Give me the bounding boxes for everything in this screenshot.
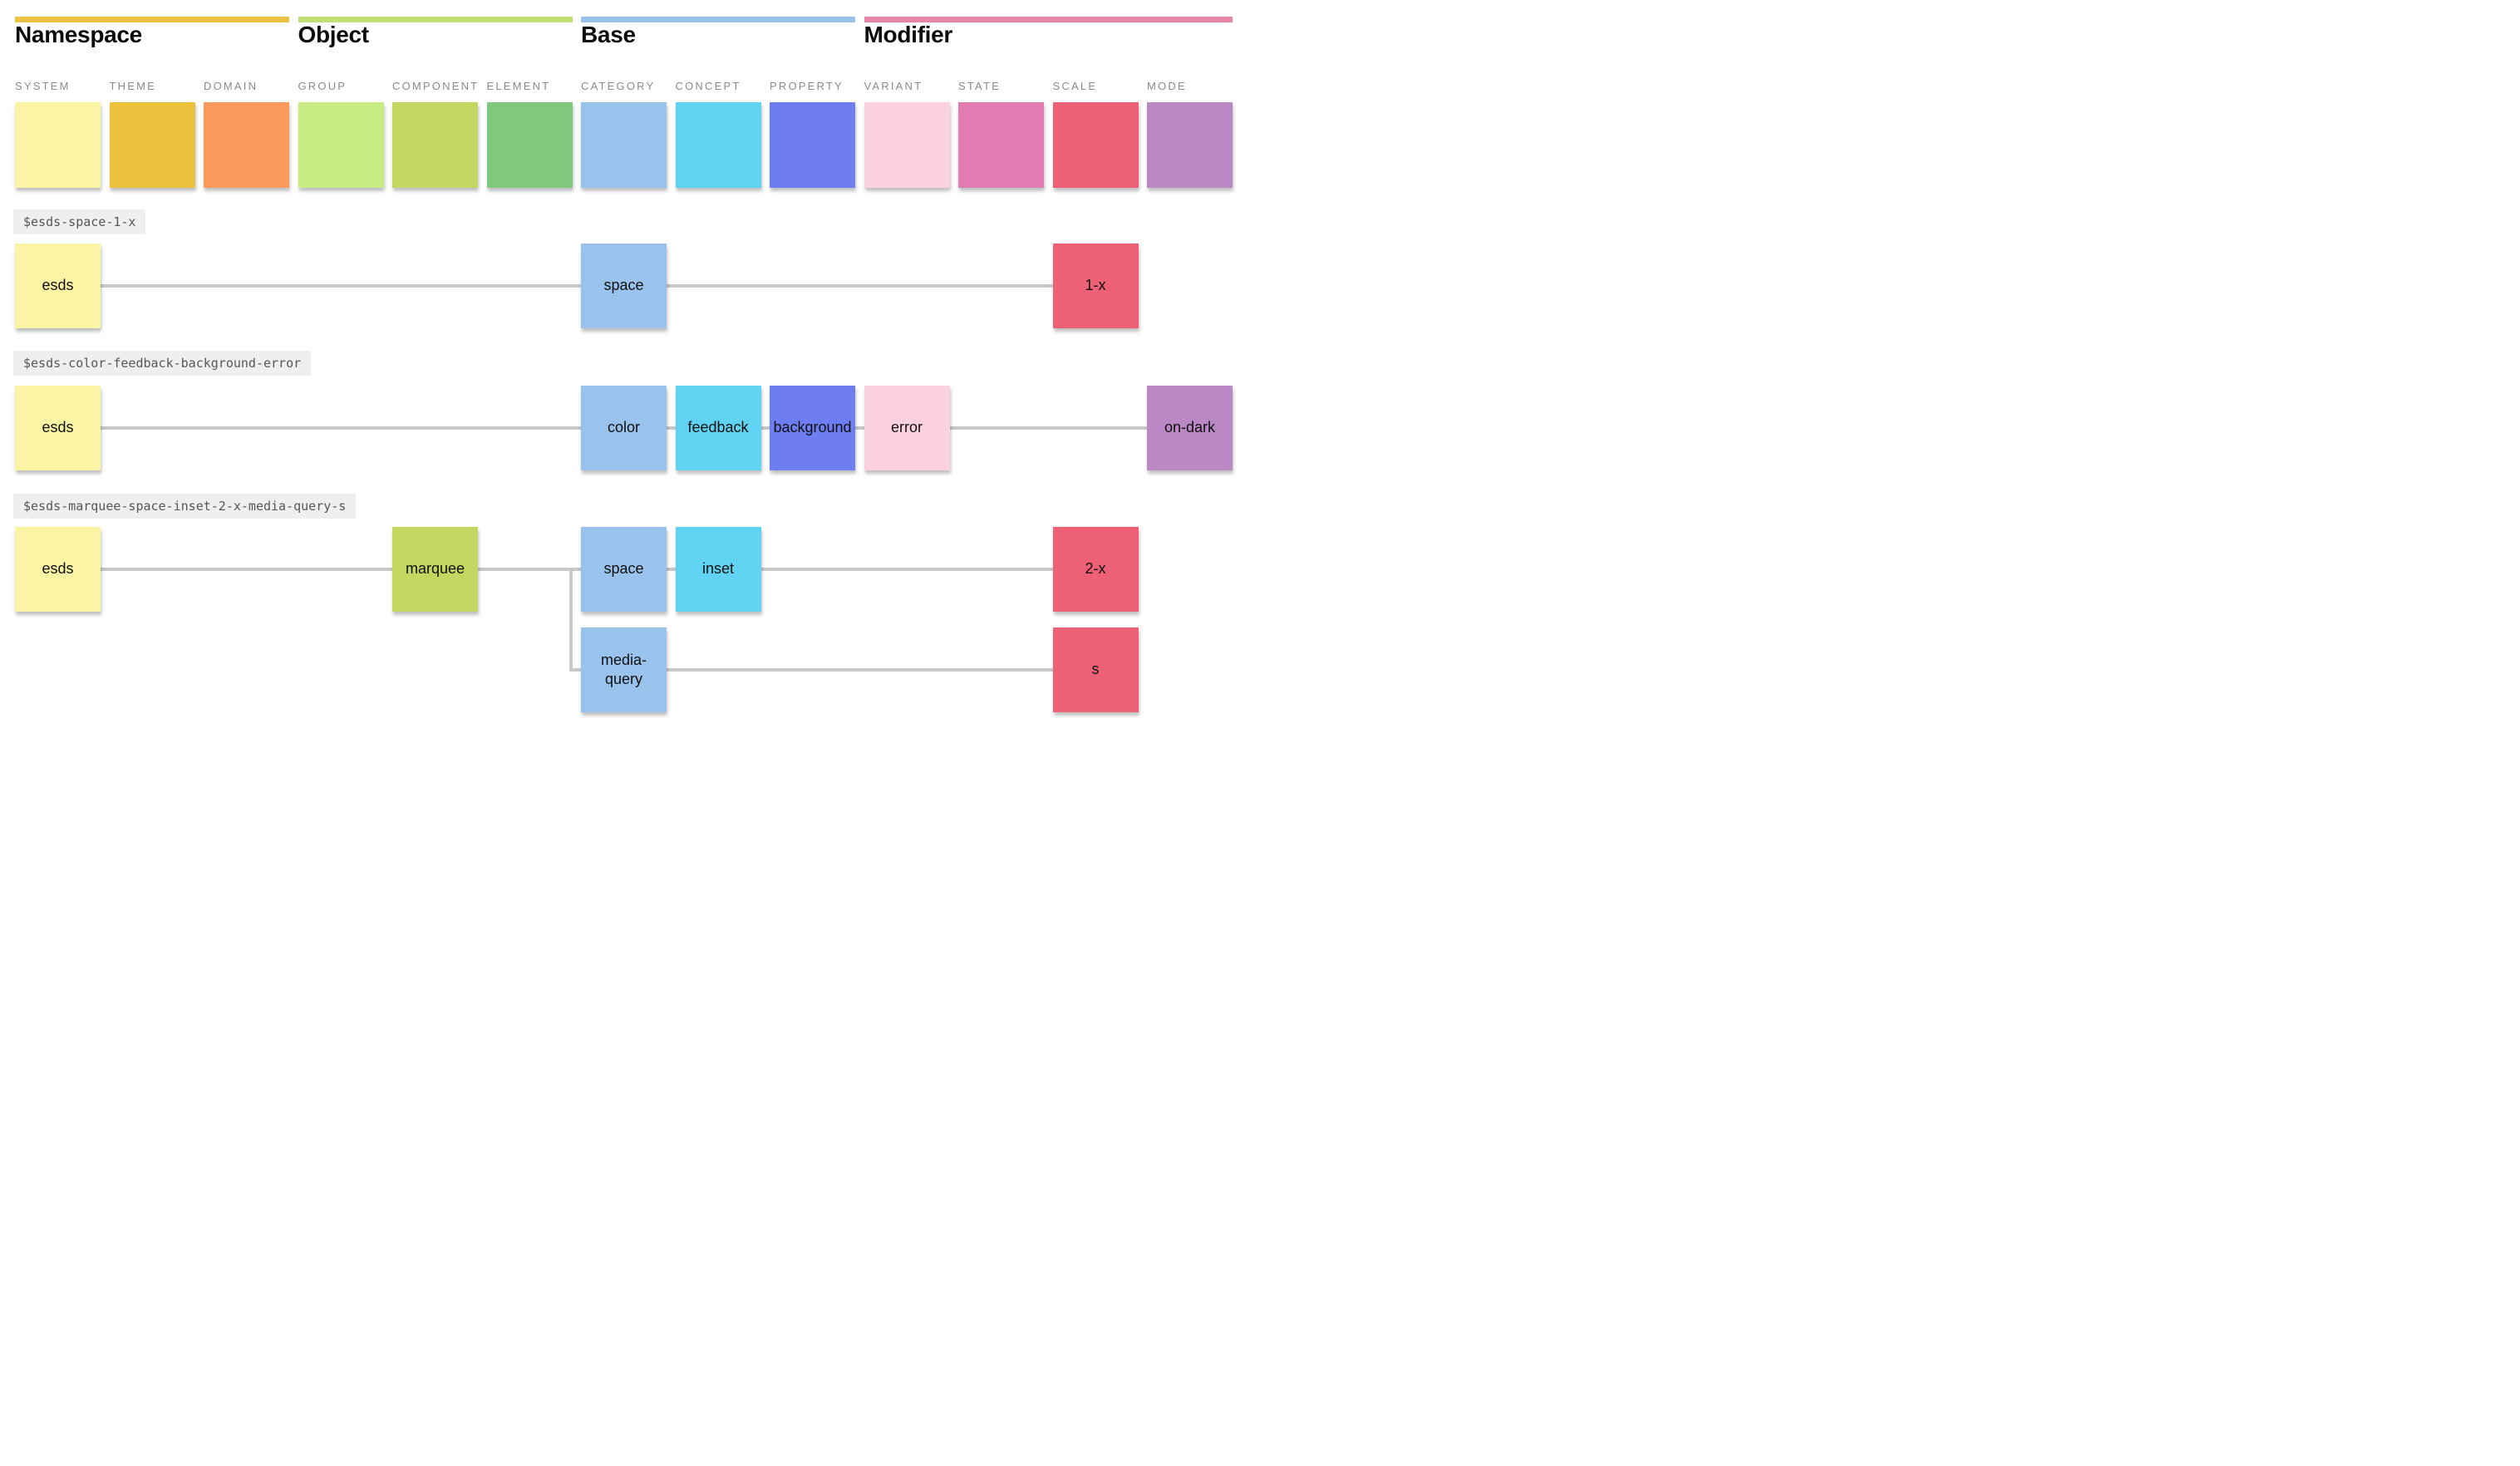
column-label-mode: MODE xyxy=(1147,80,1187,92)
node-box-error: error xyxy=(864,386,950,470)
design-token-naming-diagram: Namespace Object Base Modifier SYSTEM TH… xyxy=(0,0,1260,733)
level-swatch-state xyxy=(958,102,1044,188)
level-swatch-category xyxy=(581,102,667,188)
level-swatch-scale xyxy=(1052,102,1139,188)
column-label-group: GROUP xyxy=(298,80,347,92)
column-label-property: PROPERTY xyxy=(770,80,844,92)
level-swatch-element xyxy=(486,102,573,188)
level-swatch-property xyxy=(770,102,855,188)
column-label-element: ELEMENT xyxy=(486,80,551,92)
column-label-variant: VARIANT xyxy=(864,80,923,92)
column-label-system: SYSTEM xyxy=(15,80,71,92)
column-label-concept: CONCEPT xyxy=(675,80,741,92)
level-swatch-component xyxy=(392,102,478,188)
node-box-color: color xyxy=(581,386,667,470)
column-label-scale: SCALE xyxy=(1052,80,1098,92)
connector-line xyxy=(101,284,1053,288)
node-box-inset: inset xyxy=(675,527,761,612)
column-label-component: COMPONENT xyxy=(392,80,480,92)
token-chip: $esds-color-feedback-background-error xyxy=(13,351,312,376)
level-swatch-domain xyxy=(204,102,289,188)
section-bar-base xyxy=(581,17,855,22)
level-swatch-concept xyxy=(675,102,761,188)
column-label-domain: DOMAIN xyxy=(204,80,258,92)
connector-branch-vertical xyxy=(569,568,573,672)
section-title-object: Object xyxy=(298,22,370,47)
level-swatch-variant xyxy=(864,102,950,188)
token-chip: $esds-space-1-x xyxy=(13,209,146,234)
column-label-theme: THEME xyxy=(109,80,156,92)
section-bar-modifier xyxy=(864,17,1233,22)
connector-line xyxy=(569,668,1053,672)
node-box-on-dark: on-dark xyxy=(1147,386,1233,470)
level-swatch-system xyxy=(15,102,101,188)
node-box-space: space xyxy=(581,244,667,328)
node-box-s: s xyxy=(1052,627,1139,712)
node-box-media-query: media-query xyxy=(581,627,667,712)
node-box-esds: esds xyxy=(15,386,101,470)
node-box-marquee: marquee xyxy=(392,527,478,612)
node-box-background: background xyxy=(770,386,855,470)
column-label-category: CATEGORY xyxy=(581,80,656,92)
level-swatch-theme xyxy=(109,102,195,188)
node-box-feedback: feedback xyxy=(675,386,761,470)
token-chip: $esds-marquee-space-inset-2-x-media-quer… xyxy=(13,494,357,519)
node-box-2-x: 2-x xyxy=(1052,527,1139,612)
node-box-space: space xyxy=(581,527,667,612)
connector-line xyxy=(101,568,1053,571)
node-box-esds: esds xyxy=(15,244,101,328)
node-box-1-x: 1-x xyxy=(1052,244,1139,328)
level-swatch-mode xyxy=(1147,102,1233,188)
section-bar-namespace xyxy=(15,17,289,22)
node-box-esds: esds xyxy=(15,527,101,612)
level-swatch-group xyxy=(298,102,384,188)
section-bar-object xyxy=(298,17,573,22)
section-title-modifier: Modifier xyxy=(864,22,953,47)
column-label-state: STATE xyxy=(958,80,1001,92)
section-title-namespace: Namespace xyxy=(15,22,142,47)
section-title-base: Base xyxy=(581,22,636,47)
